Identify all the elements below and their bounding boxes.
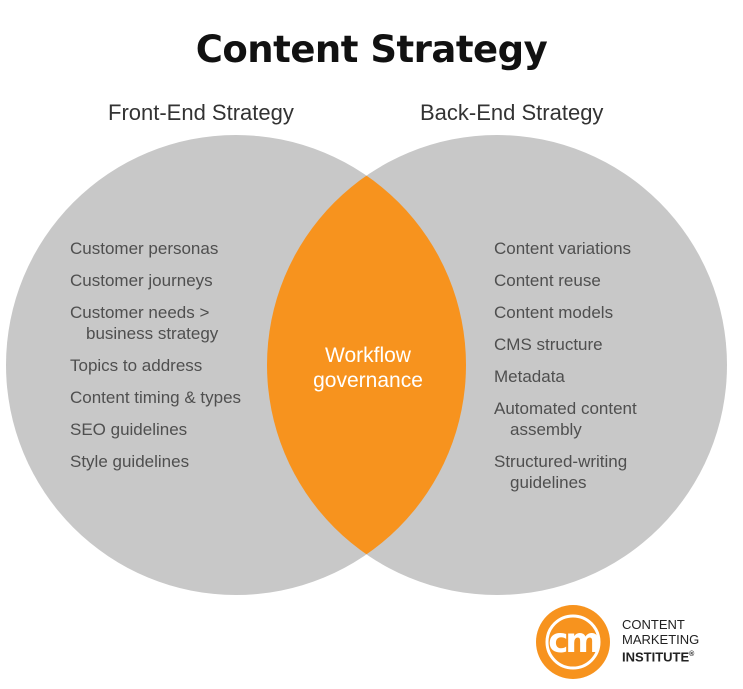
back-end-item-line: Structured-writing: [494, 452, 628, 471]
front-end-item-line: Content timing & types: [70, 388, 242, 407]
front-end-item-line: Topics to address: [70, 356, 203, 375]
back-end-item-line: Content variations: [494, 239, 632, 258]
back-end-item-line: assembly: [510, 420, 582, 439]
front-end-item-line: business strategy: [86, 324, 219, 343]
front-end-item-line: SEO guidelines: [70, 420, 188, 439]
front-end-item: Topics to address: [70, 355, 241, 376]
logo-line2: MARKETING: [622, 632, 700, 647]
logo-wordmark: CONTENT MARKETING INSTITUTE®: [622, 617, 699, 664]
front-end-item: Customer personas: [70, 238, 241, 259]
registered-mark: ®: [689, 651, 695, 658]
overlap-label-line1: Workflow: [325, 344, 411, 367]
front-end-item: Customer journeys: [70, 270, 241, 291]
back-end-item-line: guidelines: [510, 473, 587, 492]
logo-line3-text: INSTITUTE: [622, 649, 690, 665]
page-title: Content Strategy: [195, 28, 548, 71]
front-end-item-line: Style guidelines: [70, 452, 190, 471]
overlap-label: Workflow governance: [278, 343, 458, 393]
back-end-item: Content variations: [494, 238, 637, 259]
overlap-region: [267, 135, 466, 595]
back-end-item: Automated content assembly: [494, 398, 637, 440]
front-end-item-line: Customer personas: [70, 239, 219, 258]
front-end-item: SEO guidelines: [70, 419, 241, 440]
overlap-label-line2: governance: [313, 369, 423, 392]
back-end-item: Structured-writing guidelines: [494, 451, 637, 493]
back-end-item-line: Content reuse: [494, 271, 601, 290]
back-end-item-line: CMS structure: [494, 335, 603, 354]
logo-mark: cm: [548, 621, 601, 661]
front-end-item: Customer needs > business strategy: [70, 302, 241, 344]
back-end-heading: Back-End Strategy: [420, 100, 604, 125]
back-end-item-line: Metadata: [494, 367, 565, 386]
logo-circle: cm: [536, 605, 610, 679]
back-end-item-line: Automated content: [494, 399, 637, 418]
front-end-item: Content timing & types: [70, 387, 241, 408]
back-end-item: CMS structure: [494, 334, 637, 355]
back-end-item: Content reuse: [494, 270, 637, 291]
front-end-item-line: Customer journeys: [70, 271, 213, 290]
back-end-item: Metadata: [494, 366, 637, 387]
front-end-heading: Front-End Strategy: [108, 100, 294, 125]
front-end-item: Style guidelines: [70, 451, 241, 472]
logo-line3: INSTITUTE®: [622, 647, 699, 664]
logo-line1: CONTENT: [622, 617, 685, 632]
back-end-item: Content models: [494, 302, 637, 323]
logo-ring-icon: [545, 614, 601, 670]
back-end-item-line: Content models: [494, 303, 614, 322]
front-end-item-line: Customer needs >: [70, 303, 210, 322]
